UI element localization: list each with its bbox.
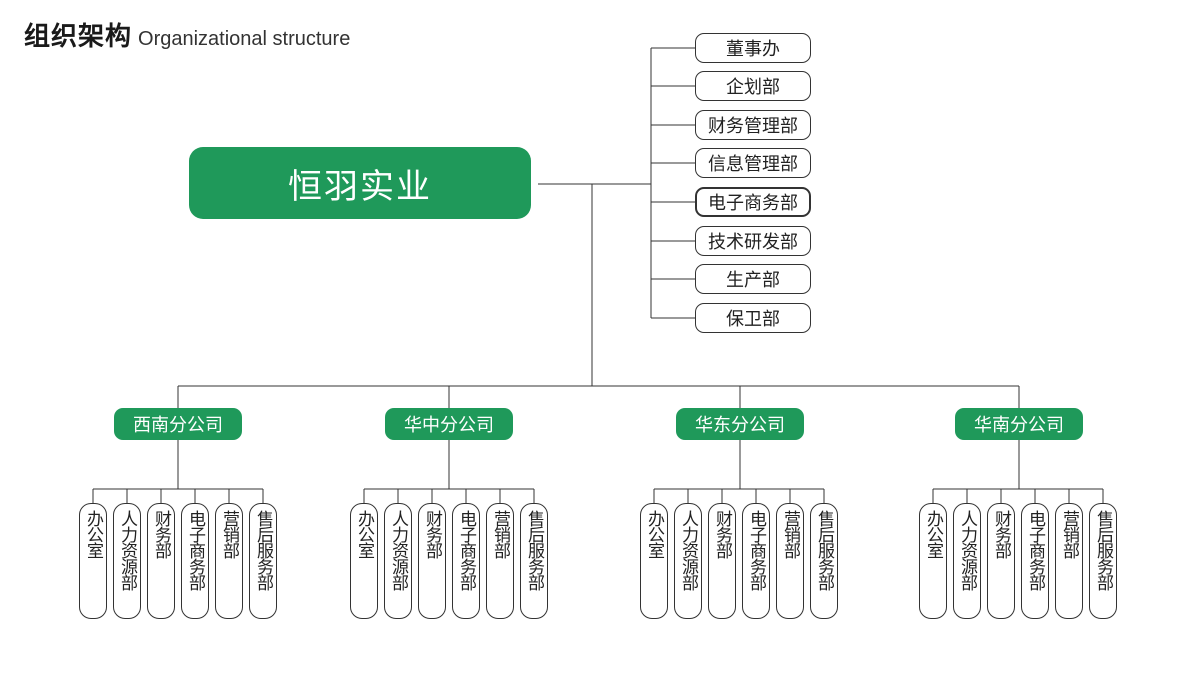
branch-node: 华中分公司 [385, 408, 513, 440]
sub-dept-label: 财务部 [712, 510, 732, 558]
dept-node: 财务管理部 [695, 110, 811, 140]
sub-dept-node: 售后服务部 [249, 503, 277, 619]
sub-dept-node: 人力资源部 [953, 503, 981, 619]
sub-dept-label: 营销部 [780, 510, 800, 558]
sub-dept-label: 电子商务部 [185, 510, 205, 590]
sub-dept-label: 人力资源部 [117, 510, 137, 590]
sub-dept-label: 人力资源部 [957, 510, 977, 590]
sub-dept-label: 财务部 [422, 510, 442, 558]
sub-dept-label: 营销部 [490, 510, 510, 558]
sub-dept-label: 售后服务部 [814, 510, 834, 590]
sub-dept-node: 办公室 [79, 503, 107, 619]
dept-node: 技术研发部 [695, 226, 811, 256]
sub-dept-label: 办公室 [83, 510, 103, 558]
sub-dept-label: 人力资源部 [678, 510, 698, 590]
dept-node: 企划部 [695, 71, 811, 101]
sub-dept-node: 营销部 [486, 503, 514, 619]
sub-dept-label: 营销部 [219, 510, 239, 558]
sub-dept-node: 办公室 [350, 503, 378, 619]
sub-dept-node: 营销部 [1055, 503, 1083, 619]
sub-dept-label: 办公室 [644, 510, 664, 558]
dept-node: 保卫部 [695, 303, 811, 333]
sub-dept-label: 电子商务部 [1025, 510, 1045, 590]
dept-node: 信息管理部 [695, 148, 811, 178]
sub-dept-label: 电子商务部 [456, 510, 476, 590]
sub-dept-label: 电子商务部 [746, 510, 766, 590]
sub-dept-node: 电子商务部 [181, 503, 209, 619]
sub-dept-label: 财务部 [151, 510, 171, 558]
sub-dept-label: 售后服务部 [253, 510, 273, 590]
branch-node: 西南分公司 [114, 408, 242, 440]
page-title: 组织架构 Organizational structure [24, 16, 350, 53]
sub-dept-node: 办公室 [919, 503, 947, 619]
sub-dept-node: 电子商务部 [742, 503, 770, 619]
sub-dept-node: 财务部 [987, 503, 1015, 619]
sub-dept-label: 办公室 [354, 510, 374, 558]
sub-dept-node: 电子商务部 [452, 503, 480, 619]
sub-dept-node: 人力资源部 [384, 503, 412, 619]
sub-dept-node: 售后服务部 [520, 503, 548, 619]
sub-dept-node: 售后服务部 [1089, 503, 1117, 619]
sub-dept-node: 财务部 [708, 503, 736, 619]
company-node: 恒羽实业 [189, 147, 531, 219]
branch-node: 华南分公司 [955, 408, 1083, 440]
sub-dept-node: 人力资源部 [674, 503, 702, 619]
sub-dept-label: 办公室 [923, 510, 943, 558]
sub-dept-label: 售后服务部 [524, 510, 544, 590]
sub-dept-label: 人力资源部 [388, 510, 408, 590]
sub-dept-node: 财务部 [147, 503, 175, 619]
branch-node: 华东分公司 [676, 408, 804, 440]
dept-node: 电子商务部 [695, 187, 811, 217]
sub-dept-node: 办公室 [640, 503, 668, 619]
sub-dept-node: 人力资源部 [113, 503, 141, 619]
title-cn: 组织架构 [24, 22, 133, 52]
sub-dept-label: 售后服务部 [1093, 510, 1113, 590]
sub-dept-node: 营销部 [776, 503, 804, 619]
sub-dept-node: 营销部 [215, 503, 243, 619]
sub-dept-label: 营销部 [1059, 510, 1079, 558]
dept-node: 生产部 [695, 264, 811, 294]
title-en: Organizational structure [138, 28, 351, 50]
sub-dept-node: 财务部 [418, 503, 446, 619]
dept-node: 董事办 [695, 33, 811, 63]
sub-dept-node: 售后服务部 [810, 503, 838, 619]
sub-dept-node: 电子商务部 [1021, 503, 1049, 619]
sub-dept-label: 财务部 [991, 510, 1011, 558]
